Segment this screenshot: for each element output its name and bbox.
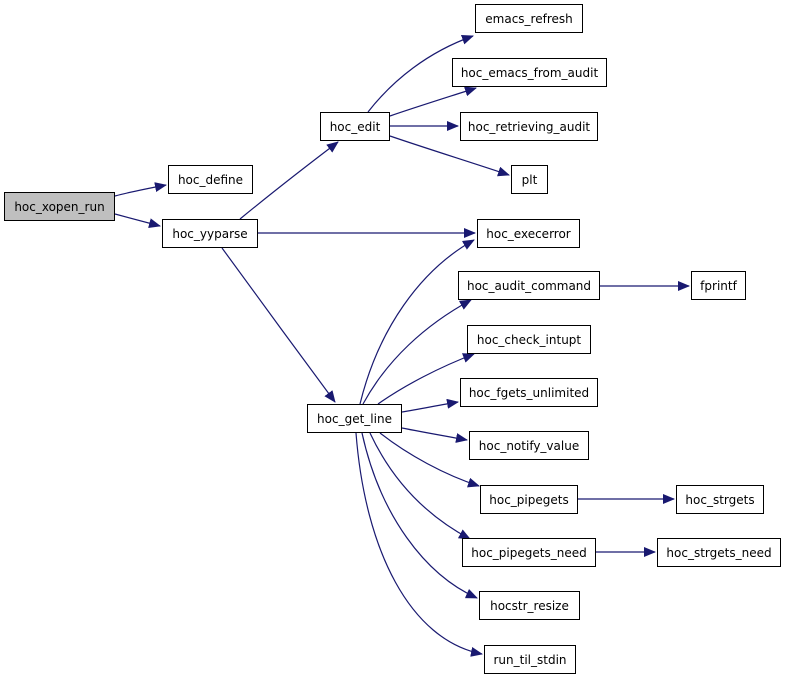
node-hocstr_resize[interactable]: hocstr_resize: [479, 591, 580, 620]
edge-hoc_edit-to-emacs_refresh: [367, 34, 474, 113]
node-label: hoc_yyparse: [172, 226, 248, 241]
edge-hoc_xopen_run-to-hoc_yyparse: [114, 213, 161, 228]
edge-hoc_get_line-to-hoc_execerror: [359, 239, 475, 405]
node-hoc_define[interactable]: hoc_define: [168, 165, 253, 194]
edge-hoc_yyparse-to-hoc_get_line: [221, 247, 336, 403]
node-label: hoc_define: [177, 172, 244, 187]
node-label: hoc_strgets: [685, 492, 755, 507]
edge-hoc_edit-to-hoc_emacs_from_audit: [389, 86, 477, 117]
node-label: hoc_pipegets: [489, 492, 569, 507]
edge-hoc_get_line-to-hoc_check_intupt: [377, 353, 475, 405]
node-label: hoc_notify_value: [478, 438, 580, 453]
node-hoc_strgets_need[interactable]: hoc_strgets_need: [657, 538, 781, 567]
edge-hoc_edit-to-plt: [389, 135, 510, 177]
node-hoc_check_intupt[interactable]: hoc_check_intupt: [467, 325, 591, 354]
node-hoc_xopen_run[interactable]: hoc_xopen_run: [4, 192, 115, 221]
node-hoc_audit_command[interactable]: hoc_audit_command: [458, 271, 600, 300]
node-hoc_execerror[interactable]: hoc_execerror: [477, 219, 580, 248]
node-hoc_yyparse[interactable]: hoc_yyparse: [162, 219, 258, 248]
node-label: fprintf: [700, 278, 737, 293]
node-hoc_strgets[interactable]: hoc_strgets: [676, 485, 764, 514]
node-hoc_retrieving_audit[interactable]: hoc_retrieving_audit: [460, 112, 598, 141]
node-label: hocstr_resize: [490, 598, 569, 613]
node-hoc_emacs_from_audit[interactable]: hoc_emacs_from_audit: [452, 58, 607, 87]
node-hoc_fgets_unlimited[interactable]: hoc_fgets_unlimited: [460, 378, 598, 407]
node-label: hoc_edit: [329, 119, 381, 134]
node-label: hoc_pipegets_need: [471, 545, 587, 560]
node-label: hoc_check_intupt: [476, 332, 582, 347]
edge-hoc_get_line-to-hoc_notify_value: [401, 427, 468, 443]
edge-hoc_get_line-to-hoc_audit_command: [362, 299, 472, 405]
edge-hoc_get_line-to-hoc_fgets_unlimited: [401, 398, 459, 413]
node-hoc_pipegets_need[interactable]: hoc_pipegets_need: [462, 538, 596, 567]
node-hoc_pipegets[interactable]: hoc_pipegets: [480, 485, 578, 514]
edge-hoc_get_line-to-hoc_pipegets_need: [369, 432, 471, 540]
node-label: hoc_emacs_from_audit: [460, 65, 599, 80]
edges-layer: [114, 34, 690, 657]
node-label: hoc_get_line: [317, 411, 392, 426]
edge-hoc_xopen_run-to-hoc_define: [114, 182, 167, 197]
edge-hoc_get_line-to-hocstr_resize: [361, 432, 478, 599]
edge-hoc_get_line-to-hoc_pipegets: [379, 432, 480, 488]
node-label: hoc_execerror: [486, 226, 571, 241]
node-label: hoc_audit_command: [466, 278, 592, 293]
node-label: hoc_xopen_run: [14, 199, 105, 214]
node-hoc_get_line[interactable]: hoc_get_line: [307, 404, 402, 433]
node-label: run_til_stdin: [493, 652, 567, 667]
node-emacs_refresh[interactable]: emacs_refresh: [475, 4, 583, 33]
node-label: hoc_fgets_unlimited: [468, 385, 590, 400]
node-fprintf[interactable]: fprintf: [691, 271, 746, 300]
node-label: plt: [521, 172, 538, 187]
node-hoc_edit[interactable]: hoc_edit: [320, 112, 390, 141]
node-plt[interactable]: plt: [511, 165, 548, 194]
node-label: emacs_refresh: [485, 11, 573, 26]
edge-hoc_get_line-to-run_til_stdin: [355, 432, 483, 657]
edge-hoc_yyparse-to-hoc_edit: [239, 141, 339, 220]
node-label: hoc_strgets_need: [666, 545, 772, 560]
node-hoc_notify_value[interactable]: hoc_notify_value: [469, 431, 589, 460]
node-label: hoc_retrieving_audit: [467, 119, 591, 134]
node-run_til_stdin[interactable]: run_til_stdin: [484, 645, 576, 674]
